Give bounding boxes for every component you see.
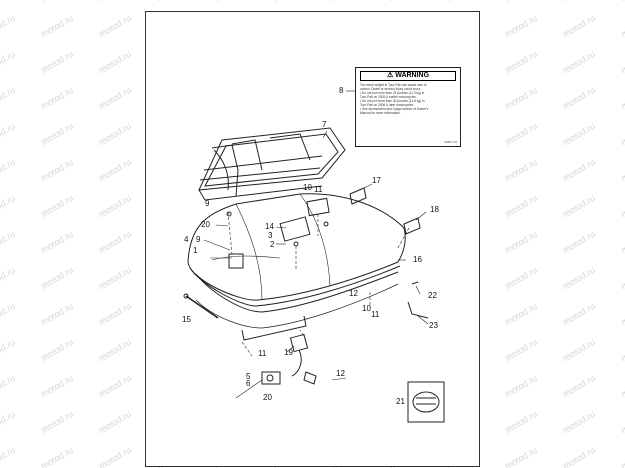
warning-line: Tour-Pak on 2005 & earlier motorcycles. xyxy=(360,95,417,99)
callout-4: 4 xyxy=(184,235,189,244)
callout-8: 8 xyxy=(339,86,344,95)
callout-6: 6 xyxy=(246,379,251,388)
callout-10-upper: 10 xyxy=(303,183,312,192)
warning-heading: ⚠ WARNING xyxy=(360,71,456,81)
hinge-hardware xyxy=(226,197,330,269)
callout-11-upper: 11 xyxy=(314,185,323,194)
warning-line: • Do not put more than 30 pounds (13.6 k… xyxy=(360,99,425,103)
warning-triangle-icon: ⚠ xyxy=(386,72,394,79)
warning-line: Tour-Pak on 2006 & later motorcycles. xyxy=(360,103,415,107)
callout-1: 1 xyxy=(193,246,198,255)
lock-assembly xyxy=(261,333,317,385)
warning-line: Too much weight in Tour-Pak can cause lo… xyxy=(360,83,427,87)
callout-22: 22 xyxy=(428,291,437,300)
callout-12-lower: 12 xyxy=(336,369,345,378)
callout-5: 5 xyxy=(246,372,251,381)
emblem-badge xyxy=(407,381,445,423)
callout-14: 16 xyxy=(413,255,422,264)
callout-15: 15 xyxy=(182,315,191,324)
callout-11-lower: 11 xyxy=(258,349,267,358)
warning-line: Manual for more information. xyxy=(360,111,401,115)
tour-pak-lid xyxy=(187,193,406,313)
warning-line: • See Accessories and Cargo section of O… xyxy=(360,107,429,111)
cable xyxy=(183,293,219,319)
warning-footer: 99857-06 xyxy=(444,140,457,144)
lid-lower-seal xyxy=(195,283,399,341)
warning-heading-text: WARNING xyxy=(395,72,430,79)
latch-hardware xyxy=(349,187,421,235)
small-parts xyxy=(407,281,429,319)
callout-10-lower: 10 xyxy=(362,304,371,313)
callout-12-upper: 12 xyxy=(349,289,358,298)
callout-19: 20 xyxy=(201,220,210,229)
warning-line: • Do not put more than 25 pounds (11.3 k… xyxy=(360,91,425,95)
callout-7: 7 xyxy=(322,120,327,129)
callout-13: 14 xyxy=(265,222,274,231)
callout-16: 17 xyxy=(372,176,381,185)
leader-lines xyxy=(203,90,429,399)
callout-23: 23 xyxy=(429,321,438,330)
warning-line: control. Death or serious injury could o… xyxy=(360,87,422,91)
callout-9-lower: 9 xyxy=(196,235,201,244)
callout-17: 18 xyxy=(430,205,439,214)
luggage-rack xyxy=(198,127,346,201)
watermark-text: motod.ru xyxy=(619,0,625,3)
warning-label: ⚠ WARNING Too much weight in Tour-Pak ca… xyxy=(355,67,461,147)
callout-21: 21 xyxy=(396,397,405,406)
callout-9-upper: 9 xyxy=(205,199,210,208)
callout-2: 2 xyxy=(270,240,275,249)
dashed-guides xyxy=(227,211,411,357)
callout-3: 3 xyxy=(268,231,273,240)
callout-18: 19 xyxy=(284,348,293,357)
callout-20: 20 xyxy=(263,393,272,402)
callout-11-right: 11 xyxy=(371,310,380,319)
